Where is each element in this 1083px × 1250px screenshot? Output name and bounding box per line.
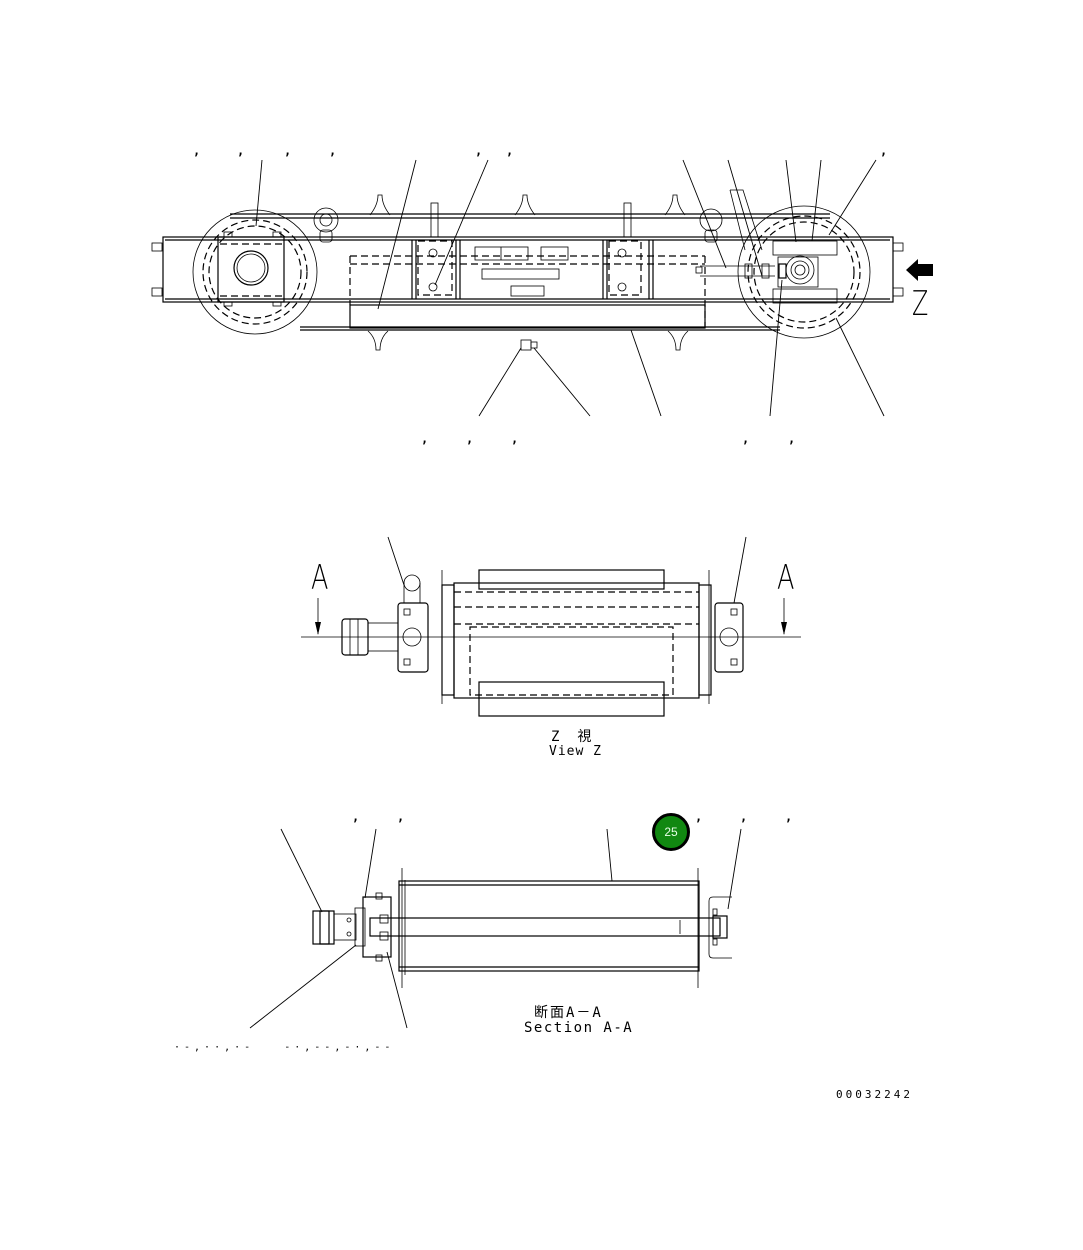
callout-mark: , (511, 432, 519, 446)
view-z-drawing (301, 536, 801, 717)
callout-mark: , (466, 432, 474, 446)
callout-mark: , (237, 144, 245, 158)
callout-mark: , (475, 144, 483, 158)
callout-mark: , (880, 144, 888, 158)
view-z-title-en: View Z (549, 744, 602, 759)
callout-mark: , (695, 810, 703, 824)
section-a-a-drawing (249, 828, 742, 1029)
view-z-arrow-label: Z (912, 284, 929, 324)
top-view-frame (151, 189, 933, 351)
callout-mark: , (742, 432, 750, 446)
callout-mark: , (284, 144, 292, 158)
callout-mark: , (506, 144, 514, 158)
callout-mark: , (785, 810, 793, 824)
callout-badge-number: 25 (664, 825, 678, 839)
section-mark-left: A (311, 558, 329, 598)
section-mark-right: A (777, 558, 795, 598)
callout-mark: , (788, 432, 796, 446)
section-title-jp: 断面A－A (534, 1005, 603, 1021)
callout-mark: , (740, 810, 748, 824)
callout-mark: , (329, 144, 337, 158)
callout-mark: , (421, 432, 429, 446)
callout-mark: , (397, 810, 405, 824)
callout-mark: , (193, 144, 201, 158)
callout-badge[interactable]: 25 (652, 813, 690, 851)
drawing-number: 00032242 (836, 1088, 913, 1101)
top-view-leaders (255, 159, 885, 417)
section-title-en: Section A-A (524, 1020, 634, 1036)
callout-mark: , (352, 810, 360, 824)
section-bottom-note: ·-,··,·- -·,--,-·,-- (174, 1042, 395, 1053)
view-z-title-jp: Z 視 (551, 729, 594, 745)
